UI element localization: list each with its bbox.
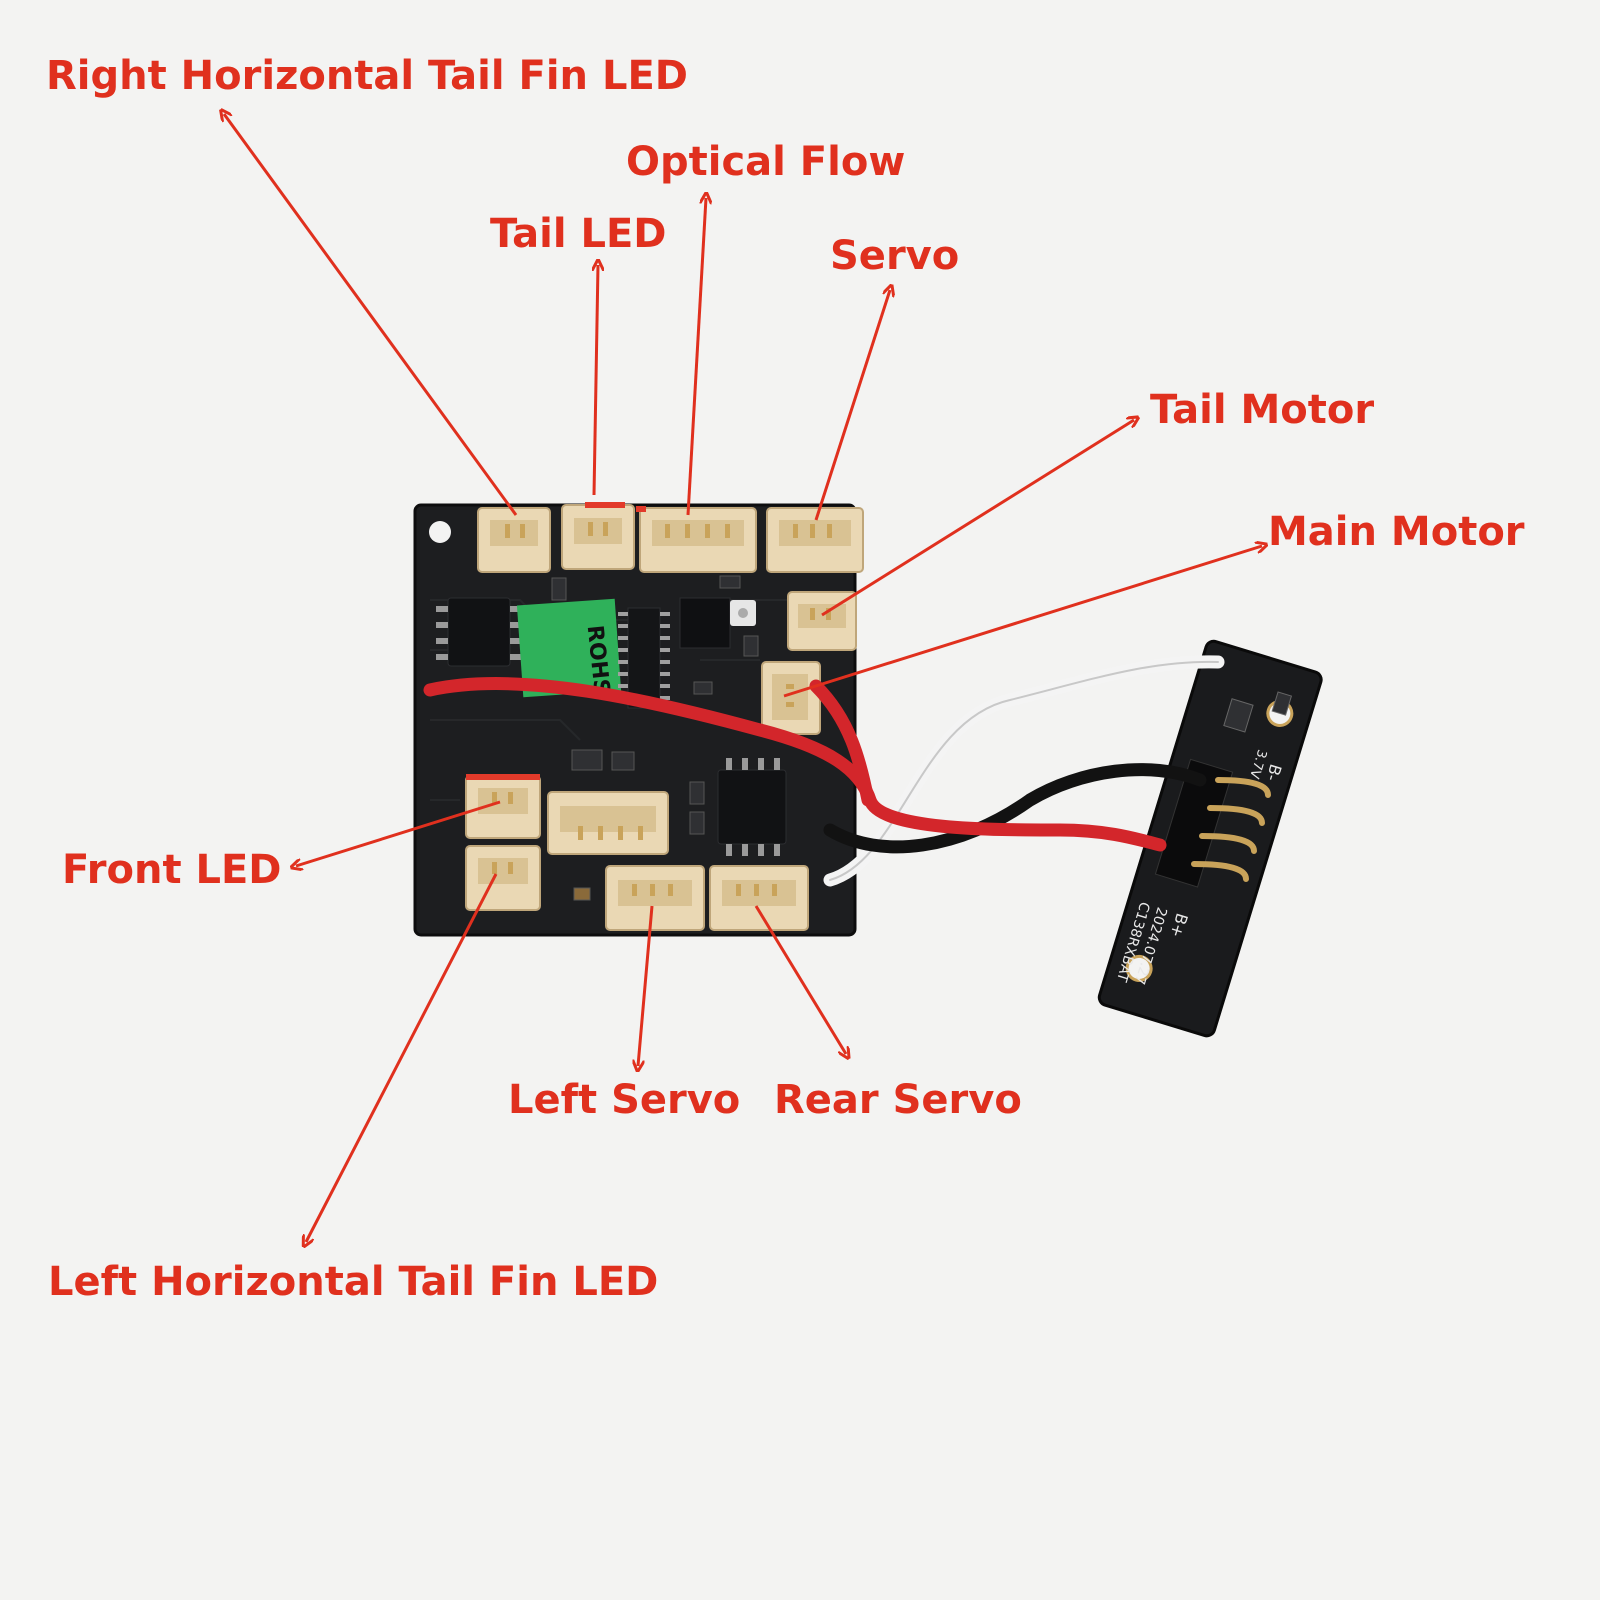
label-front-led: Front LED [62, 847, 282, 893]
annotation-arrows [224, 114, 1262, 1242]
arrow-right-horizontal-tail-fin-led [224, 114, 518, 516]
connector-right-horizontal-tail-fin-led [477, 507, 551, 573]
arrow-rear-servo [754, 905, 846, 1054]
label-main-motor: Main Motor [1268, 509, 1525, 555]
chip-sop8-lower [717, 758, 787, 856]
arrow-front-led [296, 800, 501, 866]
label-left-horizontal-tail-fin-led: Left Horizontal Tail Fin LED [48, 1259, 659, 1305]
connector-main-motor [761, 661, 821, 735]
arrow-tail-led [594, 265, 598, 496]
connector-left-horizontal-tail-fin-led [465, 845, 541, 911]
wires [423, 655, 1225, 887]
label-left-servo: Left Servo [508, 1077, 741, 1123]
arrow-left-servo [638, 905, 654, 1066]
connector-tail-motor [787, 591, 857, 651]
connector-front-led [465, 774, 541, 839]
arrow-optical-flow [686, 198, 706, 516]
label-right-horizontal-tail-fin-led: Right Horizontal Tail Fin LED [46, 53, 688, 99]
connector-tail-led [561, 502, 635, 570]
label-servo: Servo [830, 233, 960, 279]
chip-tssop [618, 607, 670, 709]
rohs-sticker: ROHS [516, 598, 622, 698]
label-rear-servo: Rear Servo [774, 1077, 1022, 1123]
connector-optical-flow [636, 506, 757, 573]
wire-black [823, 763, 1207, 854]
label-tail-motor: Tail Motor [1150, 387, 1375, 433]
arrow-servo [814, 290, 890, 521]
label-optical-flow: Optical Flow [626, 139, 906, 185]
arrow-main-motor [783, 546, 1262, 698]
chip-qfn [679, 597, 731, 649]
mounting-hole [429, 521, 451, 543]
sensor-chip [730, 600, 756, 626]
arrow-left-horizontal-tail-fin-led [306, 873, 498, 1242]
battery-pins [1191, 777, 1271, 882]
arrow-tail-motor [821, 420, 1134, 617]
connector-rear-servo [709, 865, 809, 931]
connector-unlabeled-4pin [547, 791, 669, 855]
connector-servo [766, 507, 864, 573]
battery-board-minus: B- [1262, 762, 1285, 784]
label-tail-led: Tail LED [490, 211, 667, 257]
connector-left-servo [605, 865, 705, 931]
passive-components [551, 575, 759, 901]
chip-sop8 [436, 597, 522, 667]
